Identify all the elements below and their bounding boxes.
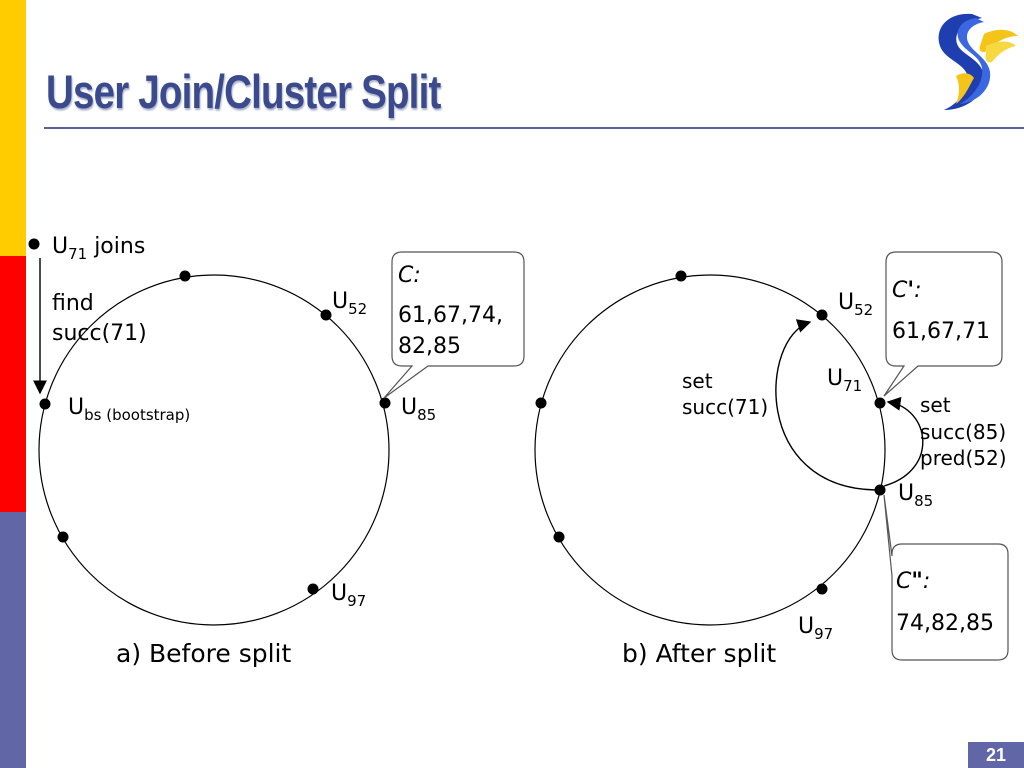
ring-before xyxy=(38,274,390,626)
swoosh-logo-icon xyxy=(938,13,1018,110)
diagram-after-split: U52 U71 U85 U97 set succ(71) set succ(85… xyxy=(534,251,1009,668)
set-succ-pred-line3: pred(52) xyxy=(920,446,1007,470)
node-97-dot xyxy=(307,583,319,595)
node-71-label-b: U71 xyxy=(827,366,862,395)
find-text-line2: succ(71) xyxy=(52,321,147,346)
set-succ-pred-line1: set xyxy=(920,393,951,417)
set-succ-line2: succ(71) xyxy=(682,395,768,419)
node-52-dot-b xyxy=(816,309,828,321)
ring-after xyxy=(534,274,886,626)
node-97-label: U97 xyxy=(331,581,366,610)
node-52-label-b: U52 xyxy=(838,290,873,319)
diagram-before-split: U71 joins find succ(71) Ubs (bootstrap) … xyxy=(28,234,525,668)
callout-c-line2: 82,85 xyxy=(398,334,461,359)
arrow-set-succ-71 xyxy=(775,319,877,491)
find-text-line1: find xyxy=(52,291,94,316)
joining-node-label: U71 joins xyxy=(52,234,145,263)
blue-accent-bar xyxy=(0,512,26,768)
node-left-dot-b xyxy=(535,397,547,409)
callout-c-double-prime-values: 74,82,85 xyxy=(896,611,994,636)
node-52-dot xyxy=(320,309,332,321)
node-85-label: U85 xyxy=(401,395,436,424)
node-52-label: U52 xyxy=(332,289,367,318)
callout-c-double-prime-label: C": xyxy=(896,569,930,594)
node-71-dot-b xyxy=(874,397,886,409)
node-left-bottom-dot xyxy=(57,531,69,543)
page-number: 21 xyxy=(968,742,1024,768)
arrow-set-succ-pred xyxy=(883,396,924,487)
node-85-dot-b xyxy=(874,484,886,496)
red-accent-bar xyxy=(0,256,26,512)
node-85-label-b: U85 xyxy=(898,481,933,510)
node-85-dot xyxy=(379,397,391,409)
callout-cluster-c-prime xyxy=(883,251,1003,397)
bootstrap-node-dot xyxy=(39,398,51,410)
callout-cluster-c xyxy=(383,251,525,399)
callout-c-prime-label: C': xyxy=(892,278,922,303)
caption-after-split: b) After split xyxy=(622,639,776,668)
node-top-dot-b xyxy=(675,270,687,282)
node-left-bottom-dot-b xyxy=(553,531,565,543)
joining-node-dot xyxy=(28,238,40,250)
title-rule xyxy=(44,127,1024,129)
node-97-label-b: U97 xyxy=(798,614,833,643)
callout-cluster-c-double-prime xyxy=(883,494,1009,661)
callout-c-prime-values: 61,67,71 xyxy=(892,319,990,344)
yellow-accent-bar xyxy=(0,0,26,256)
bootstrap-node-label: Ubs (bootstrap) xyxy=(68,395,190,424)
callout-c-line1: 61,67,74, xyxy=(398,303,503,328)
node-top-dot xyxy=(179,270,191,282)
node-97-dot-b xyxy=(816,583,828,595)
callout-c-label: C: xyxy=(398,263,421,288)
set-succ-pred-line2: succ(85) xyxy=(920,420,1006,444)
set-succ-line1: set xyxy=(682,369,713,393)
caption-before-split: a) Before split xyxy=(116,639,291,668)
slide-title: User Join/Cluster Split xyxy=(46,65,441,118)
